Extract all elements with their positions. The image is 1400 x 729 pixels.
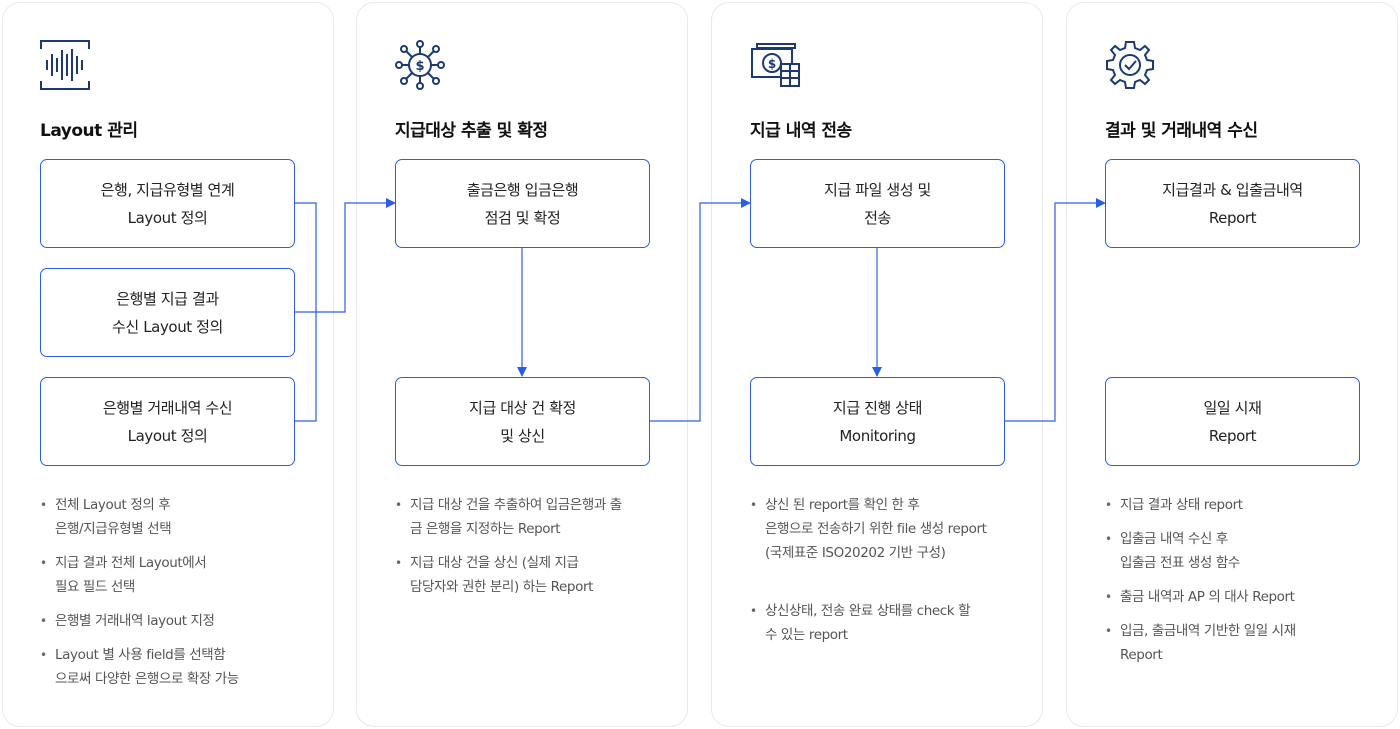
gear-check-icon <box>1106 41 1154 89</box>
svg-text:$: $ <box>415 59 424 74</box>
panel-payment-extraction <box>356 2 688 727</box>
list-item: 출금 내역과 AP 의 대사 Report <box>1105 585 1296 609</box>
list-item: 은행별 거래내역 layout 지정 <box>40 609 239 633</box>
list-item: 상신상태, 전송 완료 상태를 check 할수 있는 report <box>750 599 987 647</box>
svg-text:$: $ <box>768 57 776 71</box>
dollar-network-icon: $ <box>395 40 445 90</box>
money-transfer-icon: $ <box>751 43 800 87</box>
column-title-layout: Layout 관리 <box>40 121 138 141</box>
column-title-extraction: 지급대상 추출 및 확정 <box>395 121 548 141</box>
list-item: 지급 대상 건을 추출하여 입금은행과 출금 은행을 지정하는 Report <box>395 493 622 541</box>
column-title-result: 결과 및 거래내역 수신 <box>1105 121 1258 141</box>
notes-extraction: 지급 대상 건을 추출하여 입금은행과 출금 은행을 지정하는 Report 지… <box>395 493 622 609</box>
barcode-scan-icon <box>40 40 90 90</box>
list-item: 전체 Layout 정의 후은행/지급유형별 선택 <box>40 493 239 541</box>
notes-layout: 전체 Layout 정의 후은행/지급유형별 선택 지급 결과 전체 Layou… <box>40 493 239 701</box>
panel-layout-management <box>2 2 334 727</box>
column-title-transmission: 지급 내역 전송 <box>750 121 852 141</box>
list-item: 지급 결과 상태 report <box>1105 493 1296 517</box>
